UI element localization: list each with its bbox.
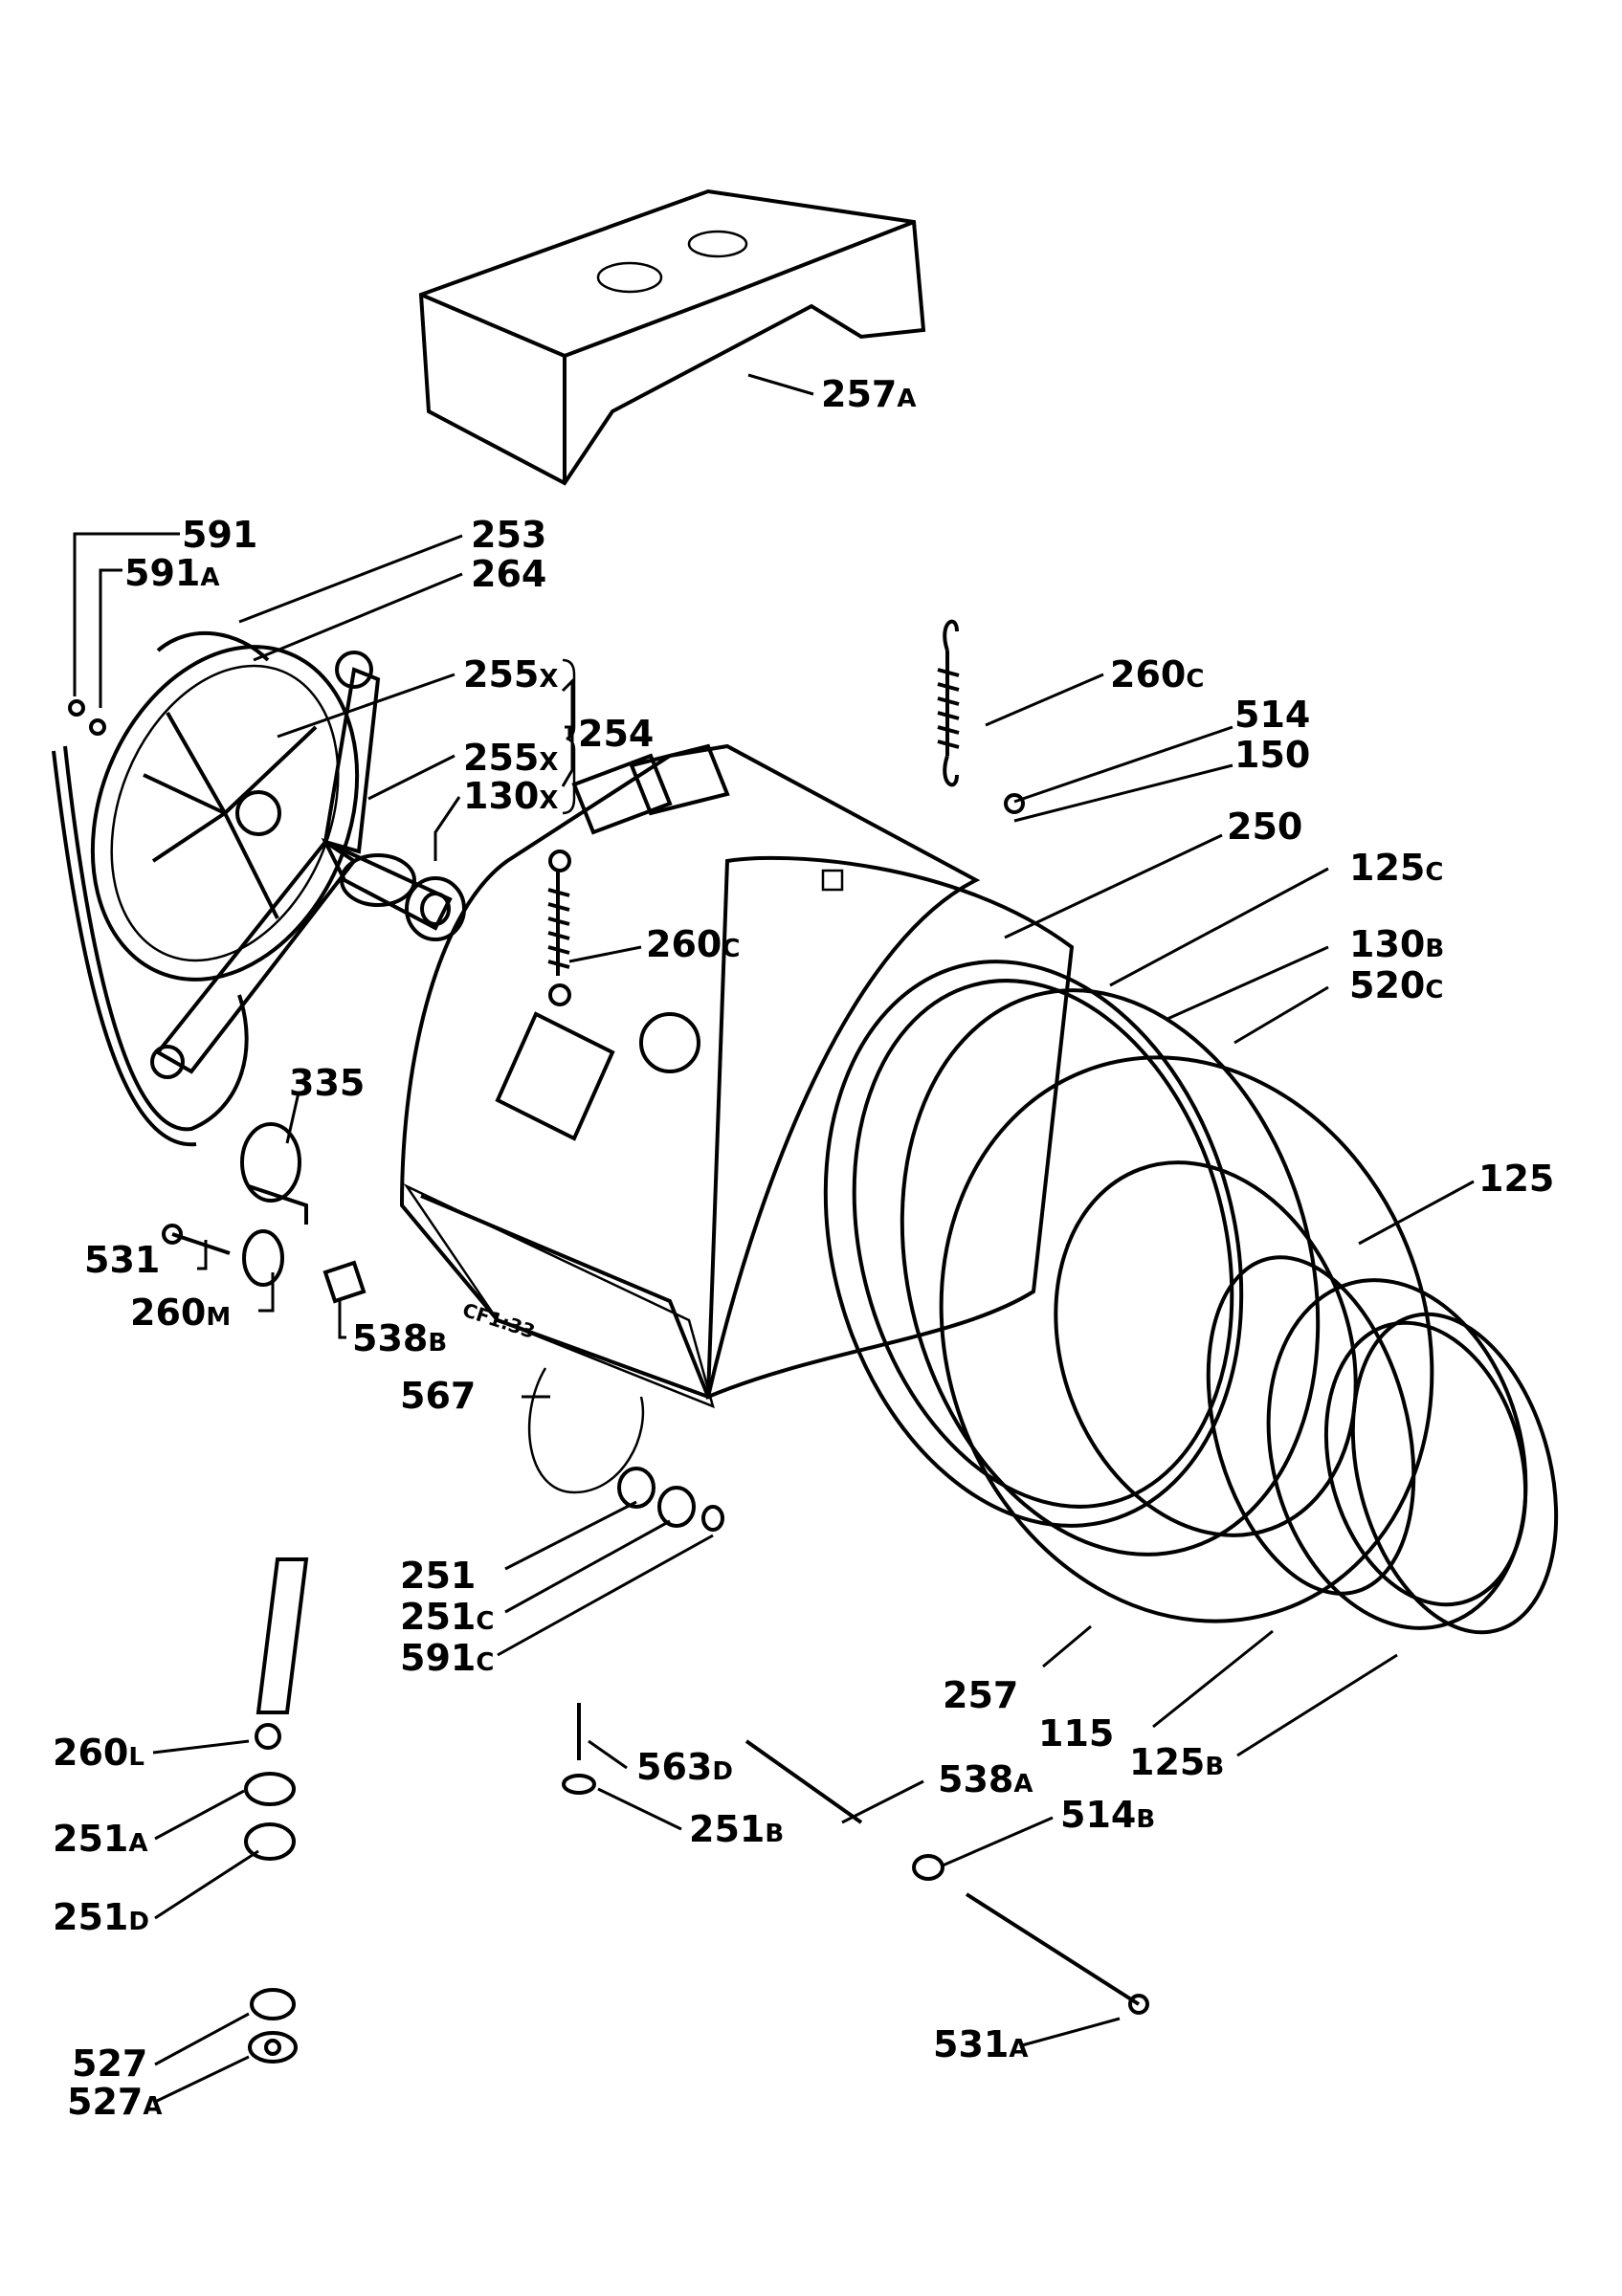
label-254: 254 xyxy=(578,713,654,755)
label-150: 150 xyxy=(1234,734,1310,776)
label-520c: 520C xyxy=(1349,964,1443,1006)
stamp-text: CF1:33 xyxy=(459,1298,538,1343)
leader-lines xyxy=(73,373,1475,2104)
label-250: 250 xyxy=(1227,806,1302,848)
label-130x: 130X xyxy=(463,775,558,817)
label-125b: 125B xyxy=(1129,1741,1224,1783)
label-251a: 251A xyxy=(53,1818,147,1860)
label-255x-1: 255X xyxy=(463,653,558,695)
tub-rear-250 xyxy=(399,743,981,1409)
pulley-assembly xyxy=(52,630,466,1147)
counterweight-top-257a xyxy=(418,188,926,486)
label-591: 591 xyxy=(182,514,257,556)
label-130b: 130B xyxy=(1349,923,1444,965)
label-591c: 591C xyxy=(400,1637,494,1679)
label-260c-1: 260C xyxy=(1110,653,1204,695)
label-538a: 538A xyxy=(938,1758,1033,1800)
part-labels: 257A 591 591A 253 264 255X 254 255X 130X… xyxy=(53,373,1554,2123)
label-257: 257 xyxy=(943,1674,1018,1716)
label-563d: 563D xyxy=(636,1746,733,1788)
label-335: 335 xyxy=(289,1062,365,1104)
springs xyxy=(547,619,1025,1006)
label-527: 527 xyxy=(72,2042,147,2085)
label-514: 514 xyxy=(1234,694,1310,736)
label-527a: 527A xyxy=(67,2081,162,2123)
label-251c: 251C xyxy=(400,1596,494,1638)
label-253: 253 xyxy=(471,514,546,556)
label-257a: 257A xyxy=(821,373,916,415)
label-531: 531 xyxy=(84,1239,160,1281)
label-125c: 125C xyxy=(1349,847,1443,889)
label-264: 264 xyxy=(471,553,546,595)
label-260l: 260L xyxy=(53,1732,144,1774)
label-251d: 251D xyxy=(53,1896,149,1938)
label-531a: 531A xyxy=(933,2023,1028,2065)
label-251b: 251B xyxy=(689,1808,784,1850)
label-538b: 538B xyxy=(352,1317,447,1359)
label-514b: 514B xyxy=(1060,1794,1155,1836)
drum-150 xyxy=(705,855,1075,1401)
label-115: 115 xyxy=(1038,1712,1114,1755)
label-255x-2: 255X xyxy=(463,737,558,779)
label-251: 251 xyxy=(400,1555,476,1597)
tub-front-rings xyxy=(823,960,1559,1635)
label-260m: 260M xyxy=(130,1292,231,1334)
label-260c-2: 260C xyxy=(646,923,740,965)
brace-254 xyxy=(562,658,576,815)
small-parts xyxy=(162,1122,1149,2064)
label-567: 567 xyxy=(400,1375,476,1417)
label-125: 125 xyxy=(1478,1158,1554,1200)
label-591a: 591A xyxy=(124,552,219,594)
